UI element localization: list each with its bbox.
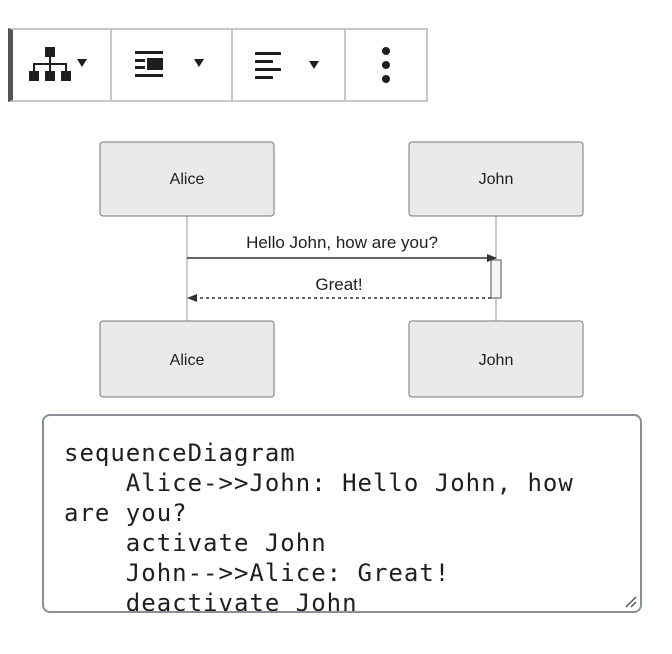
code-editor[interactable]: sequenceDiagram Alice->>John: Hello John… [42,414,642,613]
actor-label: Alice [170,352,205,369]
chevron-down-icon [77,59,88,67]
actor-label: Alice [170,171,205,188]
chevron-down-icon [194,59,205,67]
actor-alice-top: Alice [99,141,275,217]
chevron-down-icon [308,61,319,69]
actor-john-bottom: John [408,320,584,398]
media-text-icon [135,51,205,77]
actor-label: John [479,171,514,188]
resize-handle-icon[interactable] [622,593,638,609]
align-left-icon [254,52,319,79]
activation-bar [490,259,502,299]
align-button[interactable] [233,30,347,100]
actor-alice-bottom: Alice [99,320,275,398]
actor-john-top: John [408,141,584,217]
message-label-reply: Great! [315,275,362,294]
sequence-diagram: Alice John Hello John, how are you? Grea… [0,120,672,410]
actor-label: John [479,352,514,369]
code-textarea[interactable]: sequenceDiagram Alice->>John: Hello John… [64,439,574,613]
block-type-button[interactable] [13,30,112,100]
message-label-request: Hello John, how are you? [246,233,438,252]
more-options-button[interactable] [346,30,426,100]
hierarchy-icon [29,47,88,81]
block-toolbar [8,28,428,102]
reply-arrowhead [187,294,197,302]
more-options-icon [382,47,391,83]
text-layout-button[interactable] [112,30,233,100]
